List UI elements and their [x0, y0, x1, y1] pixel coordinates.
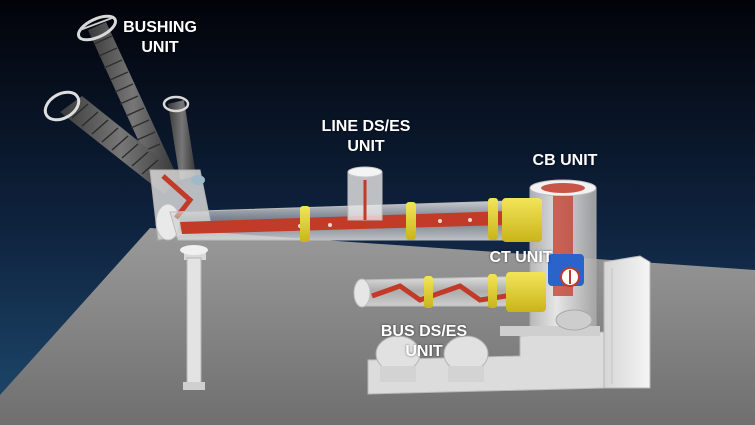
label-bushing-unit: BUSHING UNIT [123, 19, 197, 56]
label-bus-ds-es-unit: BUS DS/ES UNIT [380, 323, 468, 360]
ct-unit [548, 254, 584, 287]
label-line-ds-es-unit: LINE DS/ES UNIT [321, 118, 411, 155]
line-side-enclosure [169, 166, 541, 241]
label-ct-unit: CT UNIT [489, 249, 553, 266]
label-cb-unit: CB UNIT [532, 152, 598, 169]
support-post [180, 245, 208, 390]
flange-rings [300, 198, 546, 312]
control-cabinets [367, 255, 651, 395]
